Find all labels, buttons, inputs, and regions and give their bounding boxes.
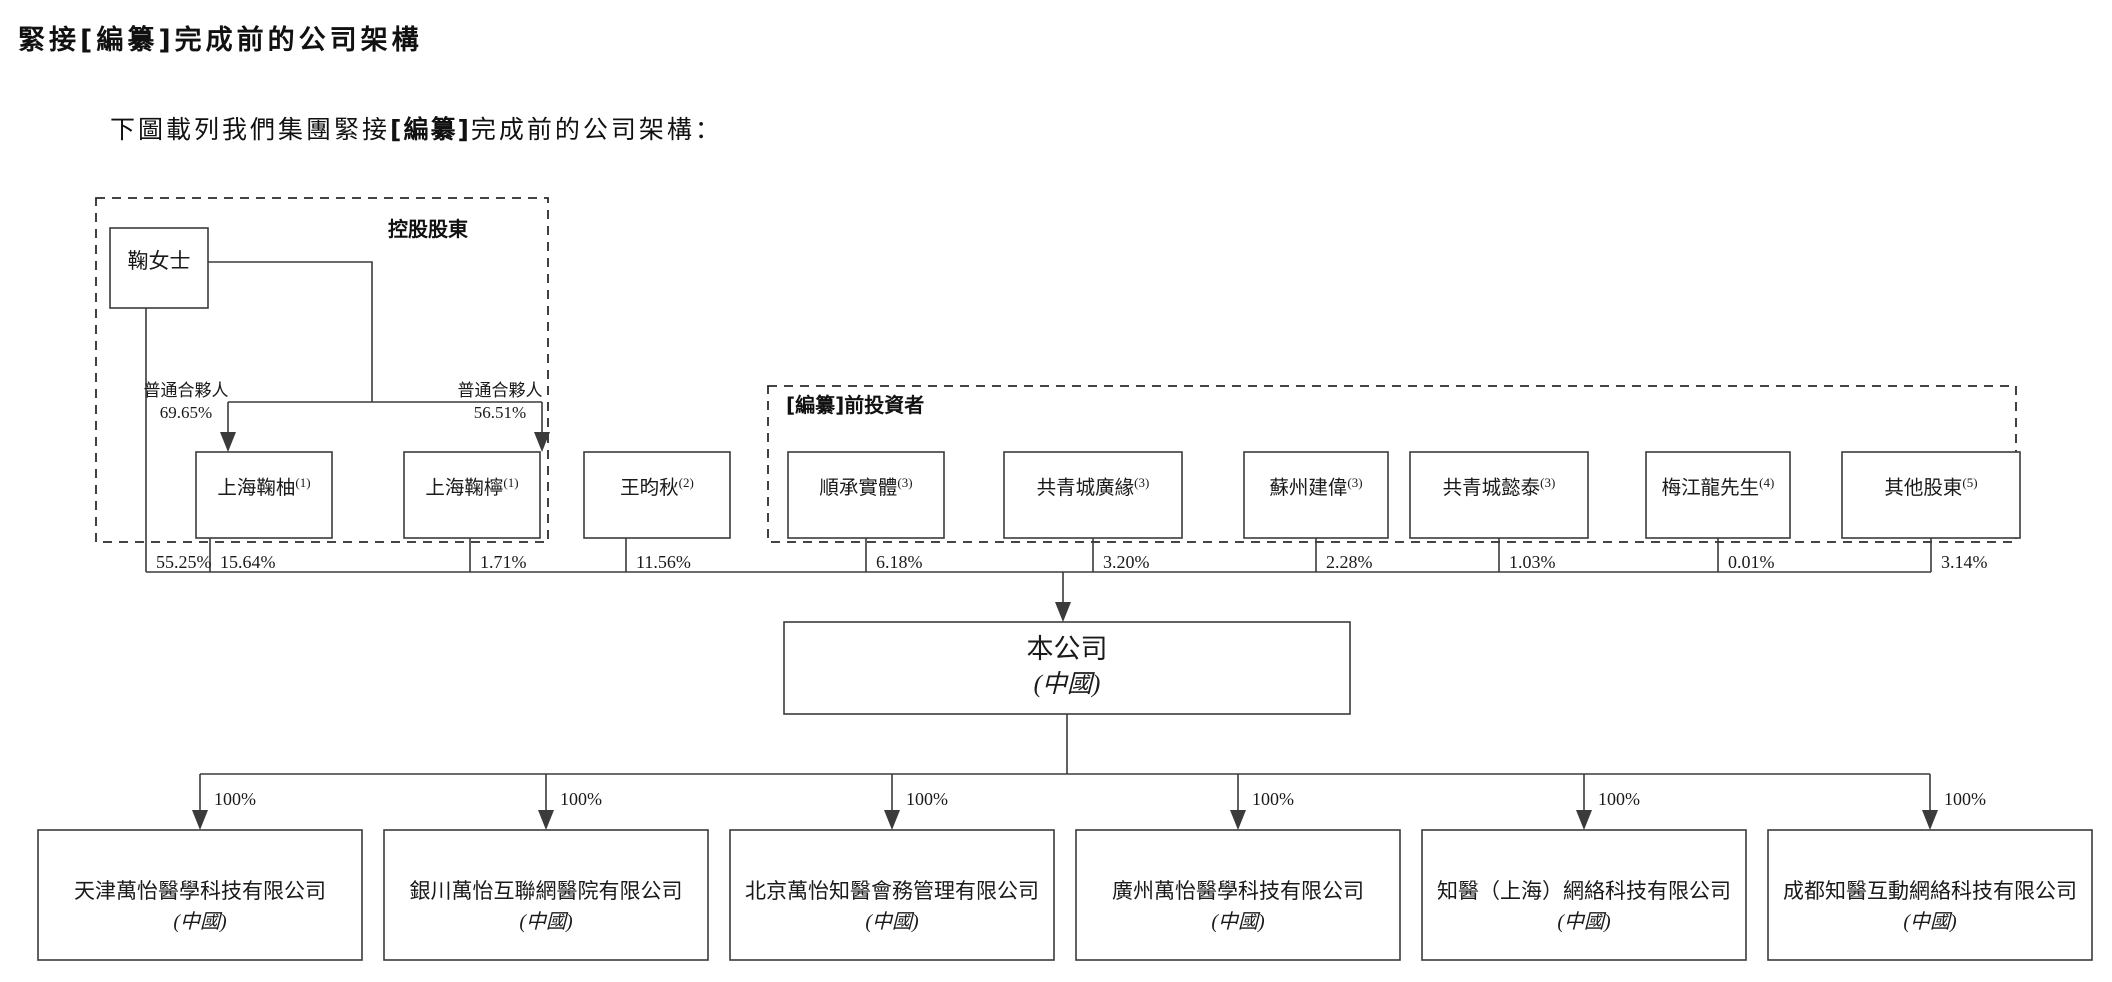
box-subsidiary-2[interactable] xyxy=(383,829,709,961)
arrow-gp-right xyxy=(534,432,550,452)
group-label-controlling-shareholder: 控股股東 xyxy=(388,217,468,241)
pct-shareholder-7: 2.28% xyxy=(1326,552,1373,572)
intro-bracket-token: [編纂] xyxy=(390,115,471,144)
box-ms-ju[interactable] xyxy=(109,227,209,309)
intro-paragraph: 下圖載列我們集團緊接[編纂]完成前的公司架構： xyxy=(110,110,723,146)
box-subsidiary-3[interactable] xyxy=(729,829,1055,961)
box-label-shareholder-2: 上海鞠檸(1) xyxy=(425,475,518,499)
box-label-subsidiary-5-jurisdiction: (中國) xyxy=(1557,911,1611,933)
arrow-subsidiary-3 xyxy=(884,810,900,830)
box-label-shareholder-8: 梅江龍先生(4) xyxy=(1662,475,1775,499)
gp-label-left: 普通合夥人 xyxy=(144,381,229,400)
pct-shareholder-10: 3.14% xyxy=(1941,552,1988,572)
box-label-shareholder-4: 順承實體(3) xyxy=(819,475,912,499)
arrow-gp-left xyxy=(220,432,236,452)
box-label-shareholder-9: 其他股東(5) xyxy=(1884,475,1977,499)
pct-subsidiary-4: 100% xyxy=(1252,789,1294,809)
box-label-subsidiary-2-jurisdiction: (中國) xyxy=(519,911,573,933)
arrow-subsidiary-2 xyxy=(538,810,554,830)
arrow-subsidiary-5 xyxy=(1576,810,1592,830)
arrow-subsidiary-1 xyxy=(192,810,208,830)
box-label-company-jurisdiction: (中國) xyxy=(1034,671,1101,698)
box-shareholder-7[interactable] xyxy=(1409,451,1589,539)
pct-shareholder-9: 0.01% xyxy=(1728,552,1775,572)
arrow-subsidiary-4 xyxy=(1230,810,1246,830)
pct-shareholder-8: 1.03% xyxy=(1509,552,1556,572)
box-label-shareholder-3: 王昀秋(2) xyxy=(620,475,694,499)
box-label-subsidiary-4-jurisdiction: (中國) xyxy=(1211,911,1265,933)
box-shareholder-9[interactable] xyxy=(1841,451,2021,539)
pct-shareholder-4: 11.56% xyxy=(636,552,691,572)
box-label-subsidiary-2-name: 銀川萬怡互聯網醫院有限公司 xyxy=(410,879,683,903)
box-label-shareholder-7: 共青城懿泰(3) xyxy=(1443,475,1556,499)
box-shareholder-2[interactable] xyxy=(403,451,541,539)
box-label-subsidiary-1-jurisdiction: (中國) xyxy=(173,911,227,933)
box-shareholder-6[interactable] xyxy=(1243,451,1389,539)
box-label-subsidiary-1-name: 天津萬怡醫學科技有限公司 xyxy=(74,879,326,903)
pct-subsidiary-3: 100% xyxy=(906,789,948,809)
box-label-subsidiary-6-name: 成都知醫互動網絡科技有限公司 xyxy=(1783,879,2077,903)
pct-shareholder-6: 3.20% xyxy=(1103,552,1150,572)
box-subsidiary-1[interactable] xyxy=(37,829,363,961)
box-label-subsidiary-5-name: 知醫（上海）網絡科技有限公司 xyxy=(1437,879,1731,903)
group-box-pre-investors xyxy=(767,385,2017,543)
box-label-subsidiary-3-name: 北京萬怡知醫會務管理有限公司 xyxy=(745,879,1039,903)
pct-subsidiary-2: 100% xyxy=(560,789,602,809)
box-shareholder-5[interactable] xyxy=(1003,451,1183,539)
pct-shareholder-3: 1.71% xyxy=(480,552,527,572)
box-label-company-name: 本公司 xyxy=(1027,634,1108,664)
box-label-shareholder-5: 共青城廣緣(3) xyxy=(1037,475,1150,499)
box-company[interactable] xyxy=(783,621,1351,715)
page-title: 緊接[編纂]完成前的公司架構 xyxy=(18,25,423,56)
intro-text-after: 完成前的公司架構： xyxy=(470,117,723,144)
pct-shareholder-5: 6.18% xyxy=(876,552,923,572)
box-label-ms-ju: 鞠女士 xyxy=(128,249,191,273)
pct-subsidiary-6: 100% xyxy=(1944,789,1986,809)
arrow-subsidiary-6 xyxy=(1922,810,1938,830)
gp-pct-left: 69.65% xyxy=(160,403,212,422)
box-label-subsidiary-3-jurisdiction: (中國) xyxy=(865,911,919,933)
group-label-pre-investors: [編纂]前投資者 xyxy=(786,393,924,417)
arrow-to-company xyxy=(1055,602,1071,622)
pct-subsidiary-1: 100% xyxy=(214,789,256,809)
group-box-controlling-shareholder xyxy=(95,197,549,543)
box-label-shareholder-1: 上海鞠柚(1) xyxy=(217,475,310,499)
box-subsidiary-4[interactable] xyxy=(1075,829,1401,961)
pct-shareholder-2: 15.64% xyxy=(220,552,276,572)
box-label-shareholder-6: 蘇州建偉(3) xyxy=(1269,475,1362,499)
box-shareholder-4[interactable] xyxy=(787,451,945,539)
box-subsidiary-5[interactable] xyxy=(1421,829,1747,961)
pct-subsidiary-5: 100% xyxy=(1598,789,1640,809)
box-shareholder-3[interactable] xyxy=(583,451,731,539)
intro-text-before: 下圖載列我們集團緊接 xyxy=(110,117,391,144)
box-label-subsidiary-4-name: 廣州萬怡醫學科技有限公司 xyxy=(1112,879,1364,903)
gp-pct-right: 56.51% xyxy=(474,403,526,422)
edge-ms-ju-right-trunk xyxy=(208,261,373,402)
gp-label-right: 普通合夥人 xyxy=(458,381,543,400)
box-subsidiary-6[interactable] xyxy=(1767,829,2093,961)
box-label-subsidiary-6-jurisdiction: (中國) xyxy=(1903,911,1957,933)
box-shareholder-1[interactable] xyxy=(195,451,333,539)
box-shareholder-8[interactable] xyxy=(1645,451,1791,539)
pct-shareholder-1: 55.25% xyxy=(156,552,212,572)
